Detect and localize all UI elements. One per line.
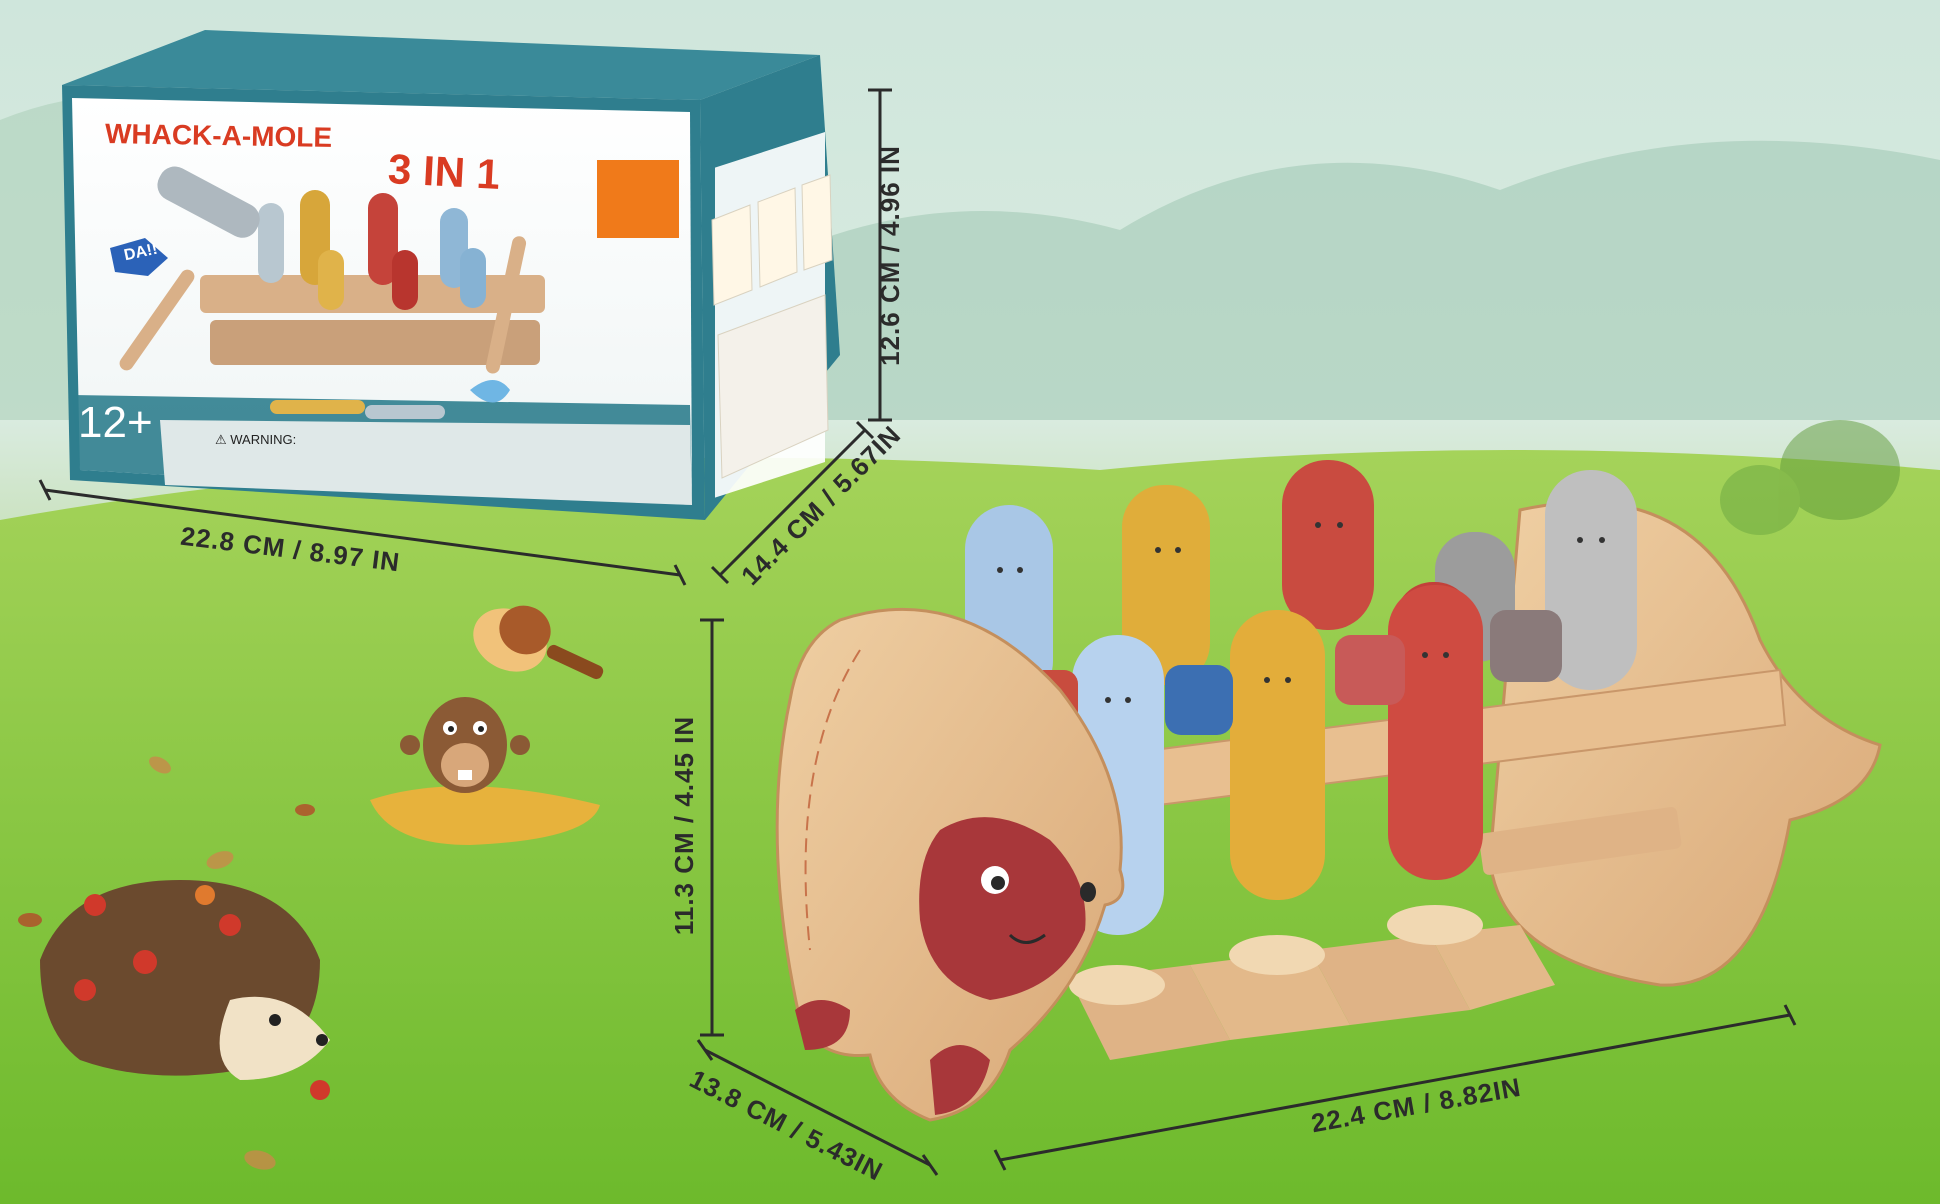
box-dimension-lines [38,88,892,586]
box-side-pictures [711,174,833,479]
cartoon-hammer [473,605,604,680]
warning-label-text: ⚠ WARNING: [215,432,297,447]
toy-height-label: 11.3 CM / 4.45 IN [669,716,700,935]
box-height-text: 12.6 CM / 4.96 IN [874,145,905,366]
warning-label: ⚠ WARNING: [215,432,296,448]
orange-tab [597,160,679,238]
box-title-suffix-text: 3 IN 1 [386,145,502,198]
box-title-text: WHACK-A-MOLE [104,118,333,153]
front-pegs [1030,585,1562,1005]
box-title-suffix: 3 IN 1 [387,145,501,199]
falling-leaves [18,756,315,1170]
product-box [62,30,840,520]
wooden-toy [775,460,1882,1122]
box-toy-illustration [110,166,545,419]
toy-dimension-lines [696,618,1797,1176]
seal-faces [997,522,1605,703]
cartoon-mole [370,697,600,845]
box-height-label: 12.6 CM / 4.96 IN [875,145,906,366]
box-title: WHACK-A-MOLE [105,118,333,154]
front-hedgehog-board [775,607,1125,1122]
age-badge: 12+ [78,398,153,448]
cartoon-hedgehog [40,880,330,1100]
age-badge-text: 12+ [78,398,153,447]
distant-trees [1720,420,1900,535]
toy-height-text: 11.3 CM / 4.45 IN [669,715,700,936]
